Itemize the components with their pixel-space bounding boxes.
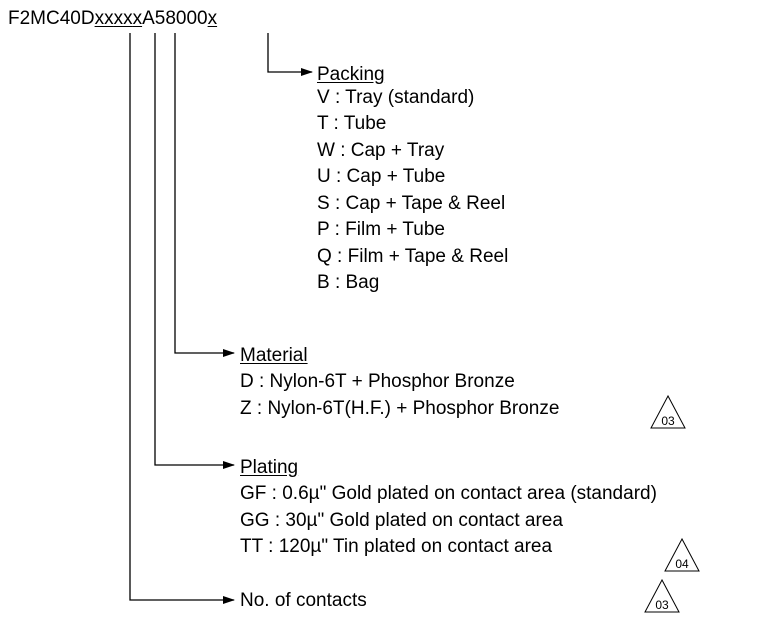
material-option: Z : Nylon-6T(H.F.) + Phosphor Bronze — [240, 398, 560, 419]
plating-option: TT : 120µ" Tin plated on contact area — [240, 536, 553, 557]
packing-code: x — [207, 8, 218, 29]
plating-option: GG : 30µ" Gold plated on contact area — [240, 510, 563, 531]
revision-triangle-icon: 03 — [650, 394, 686, 429]
packing-option: V : Tray (standard) — [317, 87, 475, 108]
material-heading: Material — [240, 345, 308, 366]
packing-option: P : Film + Tube — [317, 219, 445, 240]
material-revision-mark: 03 — [661, 414, 675, 428]
packing-heading: Packing — [317, 64, 385, 85]
packing-option: S : Cap + Tape & Reel — [317, 193, 506, 214]
contacts-label: No. of contacts — [240, 590, 367, 611]
packing-option: U : Cap + Tube — [317, 166, 446, 187]
material-leader-line — [174, 33, 235, 357]
contacts-code: xx — [94, 8, 114, 29]
plating-option: GF : 0.6µ" Gold plated on contact area (… — [240, 483, 657, 504]
plating-revision-mark-tt: 03 — [655, 598, 669, 612]
part-number-middle: A58000 — [142, 8, 208, 29]
plating-leader-line — [154, 33, 235, 469]
part-number-code: F2MC40DxxxxxA58000x — [8, 8, 217, 30]
packing-leader-line — [267, 33, 313, 76]
packing-option: Q : Film + Tape & Reel — [317, 246, 509, 267]
plating-code: xx — [113, 8, 133, 29]
contacts-leader-line — [129, 33, 235, 604]
packing-option: B : Bag — [317, 272, 380, 293]
revision-triangle-icon: 03 — [644, 578, 680, 613]
plating-revision-mark-gg: 04 — [675, 557, 689, 571]
packing-option: T : Tube — [317, 113, 387, 134]
part-number-prefix: F2MC40D — [8, 8, 95, 29]
packing-option: W : Cap + Tray — [317, 140, 445, 161]
material-code: x — [132, 8, 143, 29]
material-option: D : Nylon-6T + Phosphor Bronze — [240, 371, 515, 392]
plating-heading: Plating — [240, 457, 299, 478]
revision-triangle-icon: 04 — [664, 537, 700, 572]
